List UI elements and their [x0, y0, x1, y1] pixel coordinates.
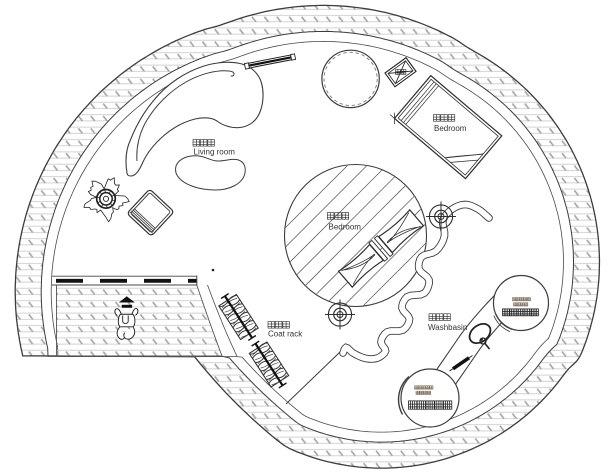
svg-text:Washbasin: Washbasin: [428, 323, 467, 332]
svg-text:Bedroom: Bedroom: [329, 223, 362, 232]
svg-text:Living room: Living room: [194, 148, 236, 157]
svg-text:Bedroom: Bedroom: [434, 124, 467, 133]
svg-text:Coat rack: Coat rack: [268, 330, 303, 339]
